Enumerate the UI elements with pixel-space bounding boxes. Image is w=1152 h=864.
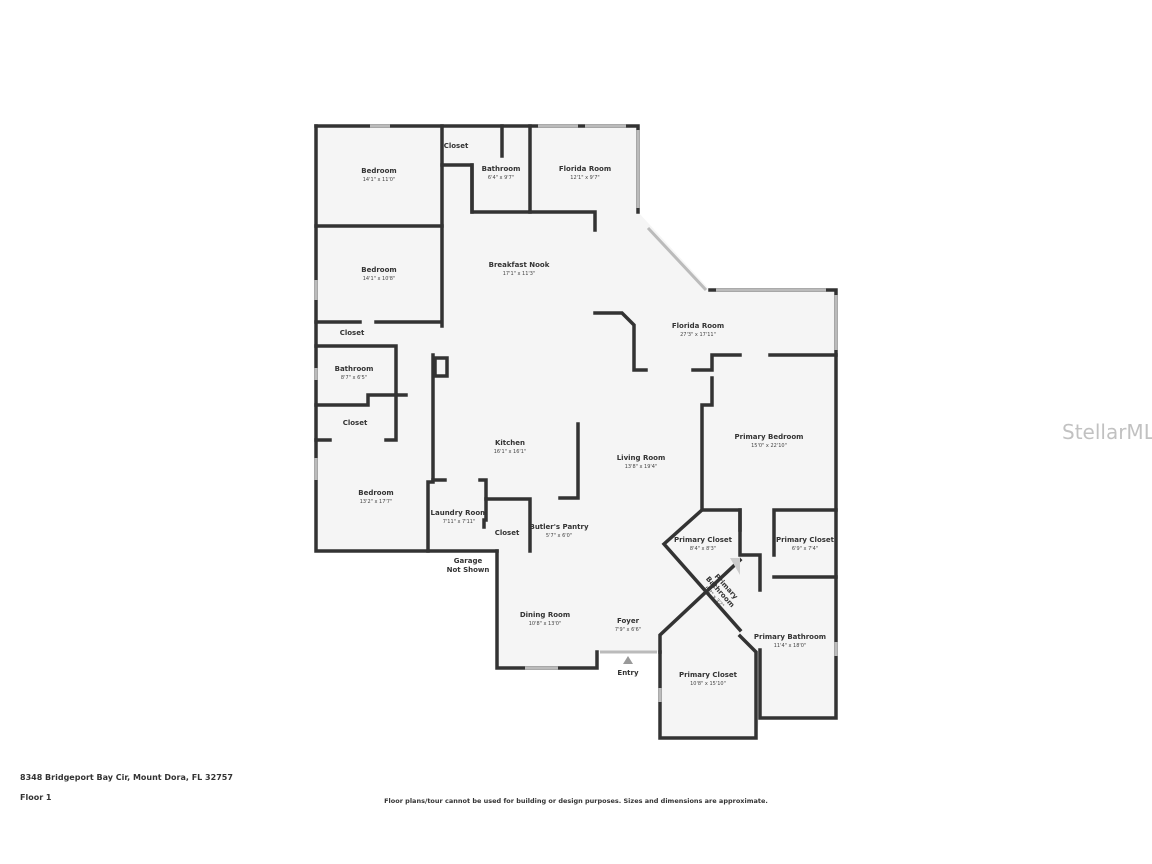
room-dimensions: 17'1" x 11'3" <box>503 271 536 277</box>
room-closet-4: Closet <box>495 529 520 537</box>
room-name: Bathroom <box>335 365 374 373</box>
room-primary-bathroom: Primary Bathroom 11'4" x 18'0" <box>754 633 826 649</box>
garage-label: Garage <box>454 557 483 565</box>
room-primary-closet-2: Primary Closet 6'9" x 7'4" <box>776 536 835 552</box>
room-name: Bedroom <box>361 266 396 274</box>
garage-note: Not Shown <box>447 566 490 574</box>
room-primary-bedroom: Primary Bedroom 15'0" x 22'10" <box>735 433 804 449</box>
room-name: Primary Bathroom <box>754 633 826 641</box>
room-bathroom-2: Bathroom 8'7" x 6'5" <box>335 365 374 381</box>
room-dimensions: 7'9" x 6'6" <box>615 627 641 633</box>
entry-arrow-icon <box>623 656 633 664</box>
room-name: Butler's Pantry <box>529 523 588 531</box>
room-name: Breakfast Nook <box>489 261 550 269</box>
room-closet-3: Closet <box>343 419 368 427</box>
room-name: Florida Room <box>559 165 611 173</box>
room-name: Bedroom <box>358 489 393 497</box>
room-dimensions: 15'0" x 22'10" <box>751 443 787 449</box>
room-name: Closet <box>444 142 469 150</box>
room-dimensions: 5'7" x 6'0" <box>546 533 572 539</box>
room-closet-2: Closet <box>340 329 365 337</box>
room-dimensions: 11'4" x 18'0" <box>774 643 807 649</box>
floor-label: Floor 1 <box>20 793 52 802</box>
walls <box>314 124 838 740</box>
room-name: Laundry Room <box>431 509 488 517</box>
room-dimensions: 8'4" x 8'3" <box>690 546 716 552</box>
room-foyer: Foyer 7'9" x 6'6" <box>615 617 641 633</box>
room-name: Bathroom <box>482 165 521 173</box>
disclaimer: Floor plans/tour cannot be used for buil… <box>384 797 768 805</box>
address: 8348 Bridgeport Bay Cir, Mount Dora, FL … <box>20 773 233 782</box>
room-name: Kitchen <box>495 439 525 447</box>
room-closet-1: Closet <box>444 142 469 150</box>
room-florida-room-2: Florida Room 27'3" x 17'11" <box>672 322 724 338</box>
room-labels: Bedroom 14'1" x 11'0" Closet Bathroom 6'4"… <box>335 142 835 687</box>
room-dimensions: 14'1" x 10'8" <box>363 276 396 282</box>
room-florida-room-1: Florida Room 12'1" x 9'7" <box>559 165 611 181</box>
room-dimensions: 8'7" x 6'5" <box>341 375 367 381</box>
room-kitchen: Kitchen 16'1" x 16'1" <box>494 439 527 455</box>
room-name: Florida Room <box>672 322 724 330</box>
room-primary-closet-3: Primary Closet 10'8" x 15'10" <box>679 671 738 687</box>
room-name: Foyer <box>617 617 640 625</box>
room-name: Primary Closet <box>674 536 733 544</box>
room-laundry-room: Laundry Room 7'11" x 7'11" <box>431 509 488 525</box>
room-living-room: Living Room 13'8" x 19'4" <box>617 454 666 470</box>
room-bedroom-1: Bedroom 14'1" x 11'0" <box>361 167 396 183</box>
room-dimensions: 12'1" x 9'7" <box>570 175 599 181</box>
room-name: Bedroom <box>361 167 396 175</box>
room-dimensions: 13'8" x 19'4" <box>625 464 658 470</box>
room-dimensions: 16'1" x 16'1" <box>494 449 527 455</box>
room-dimensions: 10'8" x 15'10" <box>690 681 726 687</box>
room-dimensions: 6'4" x 9'7" <box>488 175 514 181</box>
room-primary-closet-1: Primary Closet 8'4" x 8'3" <box>674 536 733 552</box>
room-dimensions: 6'9" x 7'4" <box>792 546 818 552</box>
room-bedroom-3: Bedroom 13'2" x 17'7" <box>358 489 393 505</box>
room-name: Closet <box>340 329 365 337</box>
room-name: Closet <box>343 419 368 427</box>
room-bathroom-1: Bathroom 6'4" x 9'7" <box>482 165 521 181</box>
room-breakfast-nook: Breakfast Nook 17'1" x 11'3" <box>489 261 550 277</box>
room-butlers-pantry: Butler's Pantry 5'7" x 6'0" <box>529 523 588 539</box>
room-dimensions: 14'1" x 11'0" <box>363 177 396 183</box>
room-name: Primary Bedroom <box>735 433 804 441</box>
room-dimensions: 10'8" x 13'0" <box>529 621 562 627</box>
windows <box>314 124 838 702</box>
room-dimensions: 13'2" x 17'7" <box>360 499 393 505</box>
room-name: Closet <box>495 529 520 537</box>
room-dimensions: 27'3" x 17'11" <box>680 332 716 338</box>
room-dining-room: Dining Room 10'8" x 13'0" <box>520 611 570 627</box>
room-bedroom-2: Bedroom 14'1" x 10'8" <box>361 266 396 282</box>
room-name: Primary Closet <box>679 671 738 679</box>
entry-label: Entry <box>617 669 639 677</box>
room-dimensions: 7'11" x 7'11" <box>443 519 476 525</box>
room-name: Primary Closet <box>776 536 835 544</box>
watermark: StellarMLS <box>1062 420 1152 444</box>
floor-area <box>316 126 836 738</box>
room-name: Dining Room <box>520 611 570 619</box>
room-name: Living Room <box>617 454 666 462</box>
